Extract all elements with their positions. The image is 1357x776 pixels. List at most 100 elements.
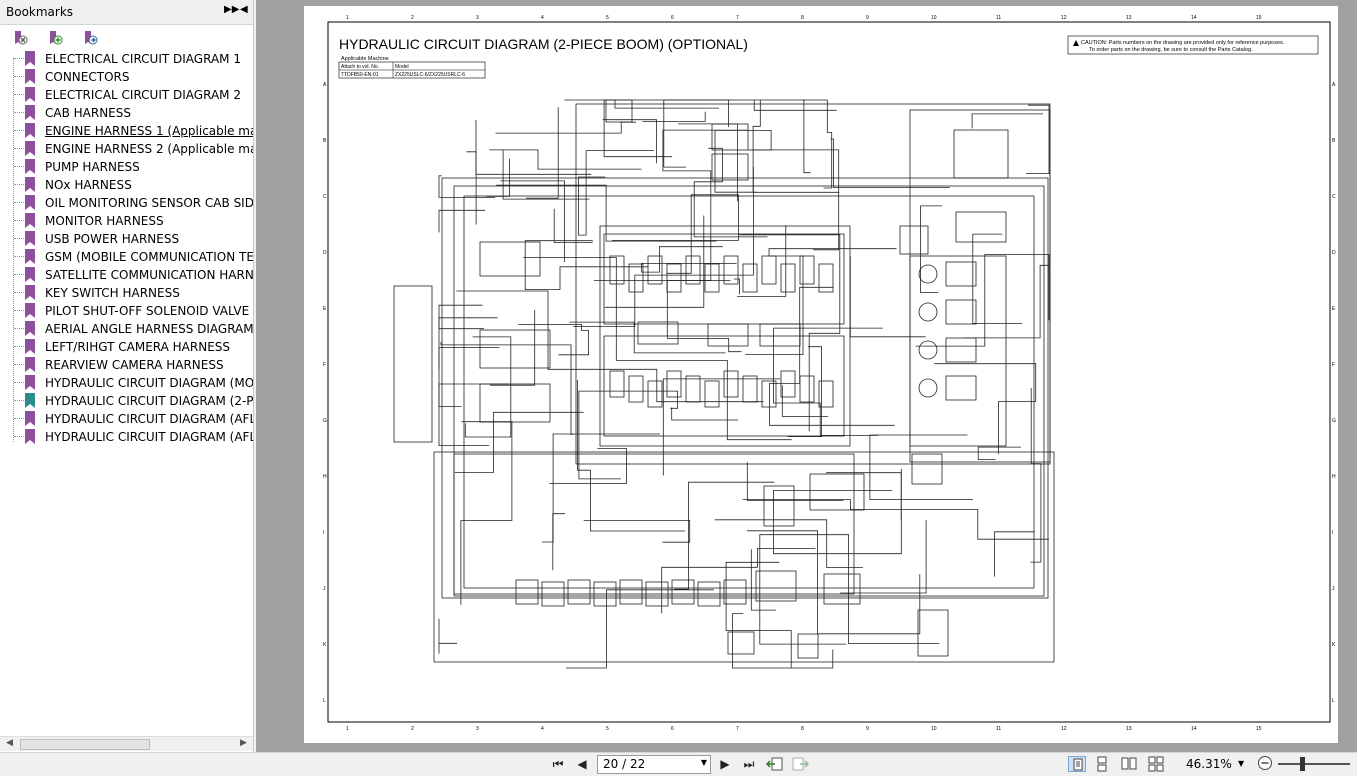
schematic-component	[917, 609, 949, 657]
hydraulic-line	[840, 520, 927, 594]
bookmark-item[interactable]: ENGINE HARNESS 2 (Applicable machi	[0, 140, 253, 158]
hydraulic-line	[714, 519, 863, 568]
bookmark-item[interactable]: PILOT SHUT-OFF SOLENOID VALVE H	[0, 302, 253, 320]
hydraulic-line	[666, 280, 742, 353]
scroll-right-icon[interactable]: ▶	[240, 738, 247, 748]
bookmark-label: HYDRAULIC CIRCUIT DIAGRAM (2-PIE	[45, 394, 253, 408]
bookmark-item[interactable]: ELECTRICAL CIRCUIT DIAGRAM 1	[0, 50, 253, 68]
bookmark-item[interactable]: ENGINE HARNESS 1 (Applicable machi	[0, 122, 253, 140]
hydraulic-line	[641, 246, 737, 273]
next-page-icon[interactable]: ▶	[720, 757, 730, 771]
bookmark-item[interactable]: PUMP HARNESS	[0, 158, 253, 176]
bookmark-item[interactable]: HYDRAULIC CIRCUIT DIAGRAM (AFL1	[0, 410, 253, 428]
tree-connector	[14, 112, 24, 113]
hydraulic-line	[438, 618, 457, 654]
bookmark-icon	[25, 393, 35, 408]
tree-connector	[14, 238, 24, 239]
bookmark-item[interactable]: REARVIEW CAMERA HARNESS	[0, 356, 253, 374]
next-view-icon[interactable]	[791, 756, 810, 772]
hydraulic-line	[523, 257, 792, 441]
bookmark-item[interactable]: OIL MONITORING SENSOR CAB SIDE	[0, 194, 253, 212]
scroll-left-icon[interactable]: ◀	[6, 738, 13, 748]
tree-connector	[14, 328, 24, 329]
ruler-side-label: A	[323, 82, 327, 88]
tree-connector	[14, 76, 24, 77]
ruler-side-label: J	[323, 586, 326, 592]
schematic-component	[823, 573, 861, 605]
bookmark-icon	[25, 69, 35, 84]
page-number-field[interactable]: 20 / 22 ▼	[597, 755, 711, 774]
ruler-side-label: K	[323, 642, 327, 648]
bookmark-item[interactable]: GSM (MOBILE COMMUNICATION TERM	[0, 248, 253, 266]
hydraulic-line	[977, 446, 1021, 460]
previous-view-icon[interactable]	[765, 756, 784, 772]
zoom-out-icon[interactable]	[1257, 755, 1273, 771]
bookmark-item[interactable]: HYDRAULIC CIRCUIT DIAGRAM (AFL2	[0, 428, 253, 446]
bookmark-item[interactable]: SATELLITE COMMUNICATION HARNES	[0, 266, 253, 284]
ruler-top-label: 5	[606, 15, 609, 21]
continuous-view-icon[interactable]	[1093, 756, 1111, 772]
bookmark-icon	[25, 123, 35, 138]
hydraulic-circuit-diagram: 1122334455667788991010111112121313141415…	[323, 15, 1336, 732]
schematic-component	[780, 263, 796, 293]
bookmark-item[interactable]: NOx HARNESS	[0, 176, 253, 194]
bookmark-item[interactable]: MONITOR HARNESS	[0, 212, 253, 230]
schematic-component	[666, 370, 682, 398]
bookmark-item[interactable]: AERIAL ANGLE HARNESS DIAGRAM	[0, 320, 253, 338]
bookmark-item[interactable]: HYDRAULIC CIRCUIT DIAGRAM (2-PIE	[0, 392, 253, 410]
hydraulic-line	[603, 99, 729, 158]
add-bookmark-icon[interactable]	[47, 30, 63, 46]
single-page-view-icon[interactable]	[1068, 756, 1086, 772]
schematic-component	[605, 99, 633, 123]
hydraulic-line	[920, 205, 943, 293]
page-frame	[327, 21, 1331, 723]
schematic-component	[909, 109, 1051, 463]
diagram-title: HYDRAULIC CIRCUIT DIAGRAM (2-PIECE BOOM)…	[339, 36, 748, 52]
zoom-slider-thumb[interactable]	[1300, 757, 1305, 771]
ruler-side-label: I	[1332, 530, 1333, 536]
bookmark-label: OIL MONITORING SENSOR CAB SIDE	[45, 196, 253, 210]
schematic-component	[479, 241, 541, 277]
zoom-dropdown-icon[interactable]: ▼	[1238, 759, 1245, 768]
bookmark-properties-icon[interactable]	[82, 30, 98, 46]
last-page-icon[interactable]: ⏭	[743, 757, 755, 771]
bookmarks-header: Bookmarks ▶▶ ◀	[0, 0, 253, 25]
bookmark-item[interactable]: HYDRAULIC CIRCUIT DIAGRAM (MONO	[0, 374, 253, 392]
schematic-component	[799, 375, 815, 403]
schematic-component	[707, 323, 749, 347]
schematic-component	[609, 255, 625, 285]
first-page-icon[interactable]: ⏮	[552, 757, 564, 771]
bookmark-item[interactable]: KEY SWITCH HARNESS	[0, 284, 253, 302]
bookmark-label: ELECTRICAL CIRCUIT DIAGRAM 2	[45, 88, 241, 102]
hydraulic-line	[747, 530, 921, 635]
zoom-slider-track[interactable]	[1278, 763, 1350, 765]
delete-bookmark-icon[interactable]	[12, 30, 28, 46]
panel-options-icon[interactable]: ▶▶	[224, 4, 240, 15]
scrollbar-thumb[interactable]	[20, 739, 150, 750]
hydraulic-line	[674, 481, 775, 590]
schematic-component	[727, 631, 755, 655]
bookmark-item[interactable]: USB POWER HARNESS	[0, 230, 253, 248]
bookmark-icon	[25, 429, 35, 444]
schematic-component	[628, 375, 644, 403]
ruler-bottom-label: 3	[476, 726, 479, 732]
horizontal-scrollbar[interactable]: ◀ ▶	[0, 736, 253, 751]
continuous-facing-view-icon[interactable]	[1147, 756, 1165, 772]
collapse-panel-icon[interactable]: ◀	[240, 4, 248, 15]
bookmark-icon	[25, 375, 35, 390]
hydraulic-line	[642, 111, 706, 122]
zoom-level[interactable]: 46.31%	[1186, 757, 1232, 771]
bookmark-item[interactable]: CONNECTORS	[0, 68, 253, 86]
bookmark-icon	[25, 231, 35, 246]
hydraulic-line	[569, 321, 726, 354]
bookmark-item[interactable]: LEFT/RIHGT CAMERA HARNESS	[0, 338, 253, 356]
bookmark-item[interactable]: CAB HARNESS	[0, 104, 253, 122]
schematic-component	[647, 255, 663, 285]
previous-page-icon[interactable]: ◀	[577, 757, 587, 771]
schematic-component	[637, 321, 679, 345]
chevron-down-icon[interactable]: ▼	[700, 758, 707, 767]
hydraulic-line	[662, 378, 781, 476]
ruler-top-label: 8	[801, 15, 804, 21]
bookmark-item[interactable]: ELECTRICAL CIRCUIT DIAGRAM 2	[0, 86, 253, 104]
facing-view-icon[interactable]	[1120, 756, 1138, 772]
